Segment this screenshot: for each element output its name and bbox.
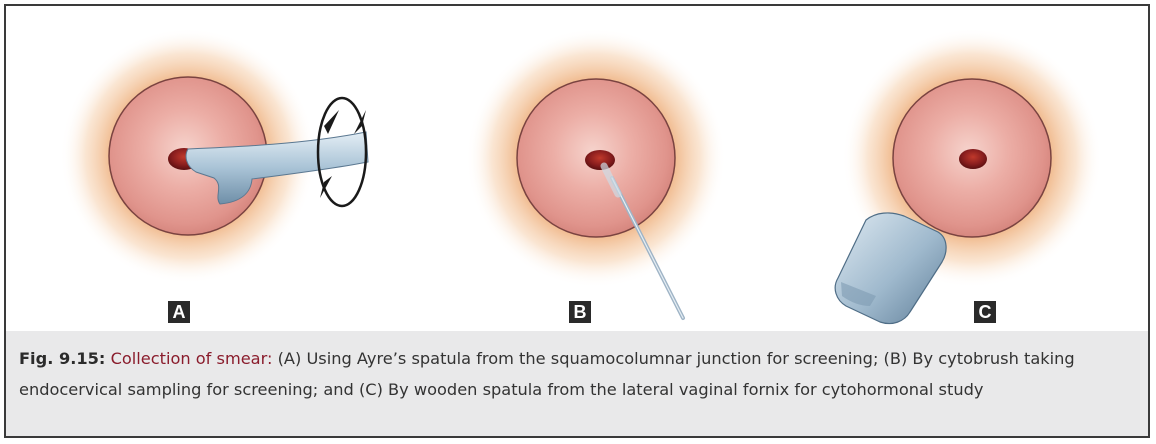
figure-frame: A B C Fig. 9.15: Collection of smear: (A… <box>4 4 1150 438</box>
panel-label-c: C <box>974 301 996 323</box>
os-c <box>959 149 987 169</box>
panel-c-illustration <box>835 28 1102 324</box>
os-b <box>585 150 615 170</box>
figure-number: Fig. 9.15: <box>19 349 105 368</box>
wooden-spatula <box>835 213 946 324</box>
panel-label-a: A <box>168 301 190 323</box>
illustration-area <box>6 6 1148 331</box>
panel-label-b: B <box>569 301 591 323</box>
figure-caption: Fig. 9.15: Collection of smear: (A) Usin… <box>6 331 1148 436</box>
panel-b-illustration <box>466 28 726 318</box>
figure-title: Collection of smear: <box>111 349 273 368</box>
panel-a-illustration <box>60 28 368 284</box>
